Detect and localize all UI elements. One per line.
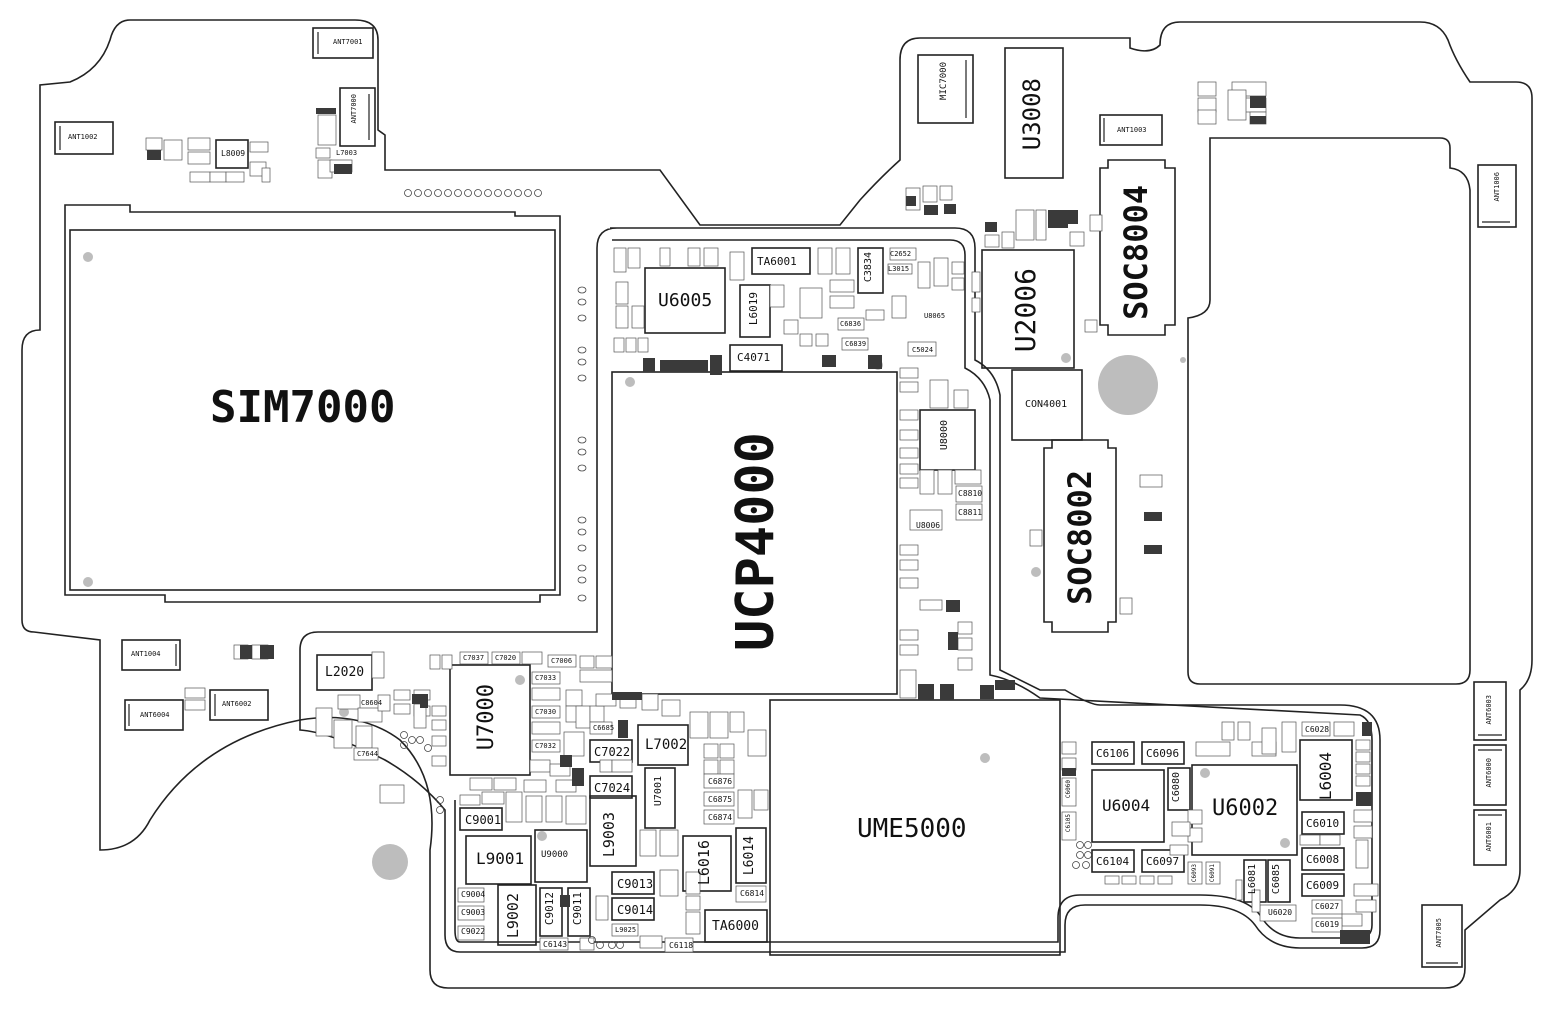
u6004-part [1091,769,1165,843]
l8009-part [215,139,249,169]
pad-row [404,189,542,197]
u7001-part [644,767,676,829]
c4071-part [729,344,783,372]
u8000-part [919,409,976,471]
dark-parts [147,96,1372,944]
board-outline-left [21,19,1533,989]
small-parts [145,81,1379,953]
ume5000-chip [769,699,1061,956]
c6106-part [1091,741,1135,765]
u7000-part [449,664,531,776]
mounting-dots [83,252,1290,880]
ant6001-part [1473,809,1507,866]
ta6000-part [704,909,768,943]
mic7000-part [917,54,974,124]
ant6002-part [209,689,269,721]
ant6004-part [124,699,184,731]
c6010-part [1301,811,1345,835]
c9012-part [539,887,563,937]
l9001-part [465,835,532,885]
right-shield-outline [1187,137,1471,685]
ant6003-part [1473,681,1507,741]
u3008-part [1004,47,1064,179]
sim-tray-outline [64,204,561,603]
soc8002-part [1043,439,1117,633]
ant7005-part [1421,904,1463,968]
c7024-part [589,775,633,799]
c3834-part [857,247,884,294]
pad-column [577,286,587,602]
ant1002-part [54,121,114,155]
l6019-part [739,284,771,338]
con4001-part [1011,369,1083,441]
sim-inner [69,229,556,591]
c7022-part [589,739,633,763]
soc8004-part [1099,159,1176,336]
l6014-part [735,827,767,884]
ant1004-part [121,639,181,671]
c6096-part [1141,741,1185,765]
u9000-part [534,829,588,883]
c9001-part [459,807,503,831]
cpu-shield-outline [299,227,1381,953]
ant1006-part [1477,164,1517,228]
antenna-bars [59,32,1510,964]
c6009-part [1301,873,1345,897]
l2020-part [316,654,373,691]
ant7000-part [339,87,376,147]
c9011-part [567,887,591,937]
l6004-part [1299,739,1353,801]
c9014-part [611,897,655,921]
l9002-part [497,884,537,946]
ucp4000-chip [611,371,898,695]
c9013-part [611,871,655,895]
pad-cluster [400,731,1092,949]
l6016-part [682,835,732,892]
ta6001-part [751,247,811,275]
c6104-part [1091,849,1135,873]
c6080-part [1167,767,1191,811]
ant7001-part [312,27,374,59]
l7002-part [637,724,689,766]
c6085-part [1267,859,1291,903]
l9003-part [589,795,637,867]
u6005-part [644,267,726,334]
c6008-part [1301,847,1345,871]
ant6000-part [1473,744,1507,806]
ant1003-part [1099,114,1163,146]
c6097-part [1141,849,1185,873]
u2006-chip [981,249,1075,369]
